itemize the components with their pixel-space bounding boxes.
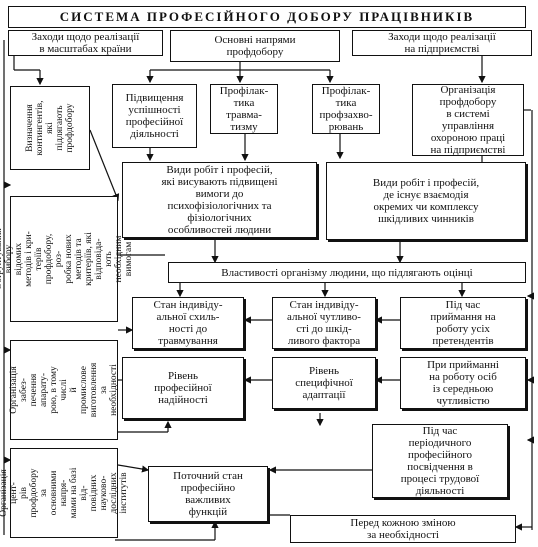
contingents-text: Визначення контингентів, які підлягають … bbox=[25, 100, 75, 156]
contingents-box: Визначення контингентів, які підлягають … bbox=[10, 86, 90, 170]
methods-box: Обґрунтування вибору відомих методів і к… bbox=[0, 196, 134, 322]
sensitivity-box: Стан індивіду- альної чутливо- сті до шк… bbox=[272, 297, 376, 349]
page-title: СИСТЕМА ПРОФЕСІЙНОГО ДОБОРУ ПРАЦІВНИКІВ bbox=[8, 6, 526, 28]
before-shift-box: Перед кожною зміною за необхідності bbox=[290, 515, 516, 543]
country-measures-box: Заходи щодо реалізації в масштабах країн… bbox=[8, 30, 163, 56]
hiring-sensitive-box: При прийманні на роботу осіб із середньо… bbox=[400, 357, 526, 409]
equipment-box: Організація забез- печення апарату- рою,… bbox=[9, 340, 119, 440]
centers-text: Організація цент- рів профдобору за осно… bbox=[0, 467, 129, 519]
works-high-demands-box: Види робіт і професій, які висувають під… bbox=[122, 162, 317, 238]
efficiency-box: Підвищення успішності професійної діяльн… bbox=[112, 84, 197, 148]
centers-box: Організація цент- рів профдобору за осно… bbox=[0, 448, 129, 538]
hiring-all-box: Під час приймання на роботу усіх претенд… bbox=[400, 297, 526, 349]
works-harmful-factors-box: Види робіт і професій, де існує взаємоді… bbox=[326, 162, 526, 240]
main-directions-box: Основні напрями профдобору bbox=[170, 30, 340, 62]
properties-box: Властивості організму людини, що підляга… bbox=[168, 262, 526, 283]
periodic-exam-box: Під час періодичного професійного посвід… bbox=[372, 424, 508, 498]
reliability-box: Рівень професійної надійності bbox=[122, 357, 244, 419]
trauma-prevention-box: Профілак- тика травма- тизму bbox=[210, 84, 278, 134]
trauma-tendency-box: Стан індивіду- альної схиль- ності до тр… bbox=[132, 297, 244, 349]
occupational-prevention-box: Профілак- тика профзахво- рювань bbox=[312, 84, 380, 134]
equipment-text: Організація забез- печення апарату- рою,… bbox=[9, 362, 119, 418]
current-state-box: Поточний стан професійно важливих функці… bbox=[148, 466, 268, 522]
methods-text: Обґрунтування вибору відомих методів і к… bbox=[0, 228, 134, 290]
adaptation-box: Рівень специфічної адаптації bbox=[272, 357, 376, 409]
enterprise-measures-box: Заходи щодо реалізації на підприємстві bbox=[352, 30, 532, 56]
organization-box: Організація профдобору в системі управлі… bbox=[412, 84, 524, 156]
